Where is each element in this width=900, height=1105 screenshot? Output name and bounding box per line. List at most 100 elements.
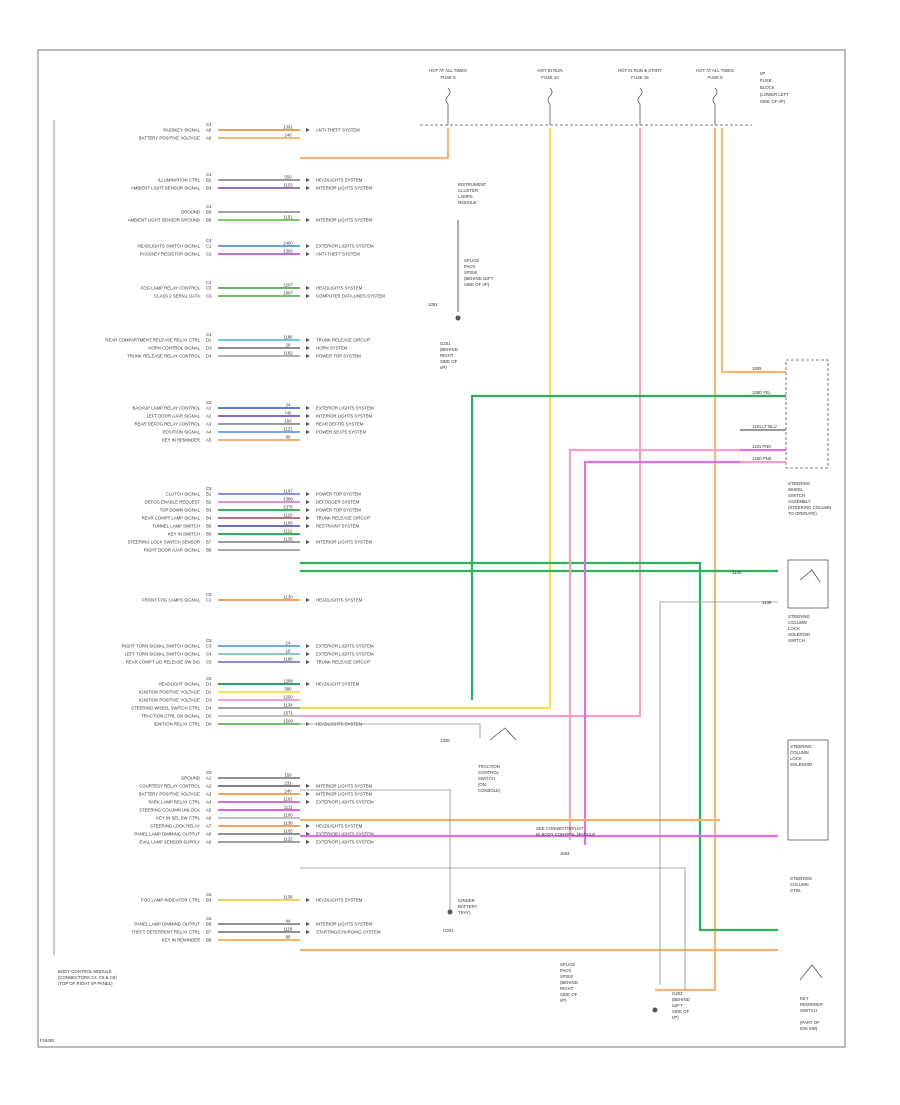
pin-signal-label: GROUND [181, 210, 200, 215]
arrow-icon [306, 800, 310, 804]
pin-number: B3 [206, 898, 212, 903]
destination-system: EXTERIOR LIGHTS SYSTEM [316, 832, 374, 837]
orange-feed-wire [300, 128, 450, 160]
pin-signal-label: TRUNK RELEASE RELAY CONTROL [127, 354, 201, 359]
wire-code: 1121 [283, 427, 293, 432]
arrow-icon [306, 338, 310, 342]
pin-number: B6 [206, 922, 212, 927]
splice-sp202: SPLICE PACK SP202 (BEHIND RIGHT SIDE OF … [560, 962, 578, 1003]
steering-wheel-switch-label-6: TO OPERATE) [788, 511, 817, 516]
destination-system: POWER TOP SYSTEM [316, 492, 361, 497]
destination-system: INTERIOR LIGHTS SYSTEM [316, 540, 373, 545]
traction-switch: 1300 TRACTION CONTROL SWITCH (ON CONSOLE… [440, 727, 517, 793]
steering-wheel-switch-box [785, 359, 829, 469]
pin-number: A5 [206, 438, 212, 443]
pink-ignition-wire [300, 128, 642, 718]
arrow-icon [306, 652, 310, 656]
ground-g202-label-4: SIDE OF [672, 1009, 690, 1014]
steering-column-lock-label-5: SWITCH [788, 638, 805, 643]
fuse-name: HOT AT ALL TIMES [429, 68, 467, 73]
pin-number: D5 [206, 714, 212, 719]
arrow-icon [306, 186, 310, 190]
arrow-icon [306, 414, 310, 418]
wire-code: 1460 [283, 241, 293, 246]
wire-code: 1391 [283, 125, 293, 130]
pin-number: D4 [206, 354, 212, 359]
destination-system: ANTI-THEFT SYSTEM [316, 252, 360, 257]
pin-number: C5 [206, 286, 212, 291]
arrow-icon [306, 354, 310, 358]
traction-switch-label-2: CONTROL [478, 770, 500, 775]
left-dash-code: 1504 [560, 851, 570, 856]
pin-signal-label: AMBIENT LIGHT SENSOR SIGNAL [131, 186, 201, 191]
wire-code: 15 [286, 649, 291, 654]
pin-number: A2 [206, 784, 212, 789]
mid-label-1134: 1134 [732, 570, 742, 575]
steering-column-unlock: STEERING COLUMN LOCK SOLENOID STEERING C… [787, 739, 829, 893]
connector-label: C5 [206, 400, 212, 405]
wire-code: 1118 [284, 927, 294, 932]
module-caption-line-1: BODY CONTROL MODULE [58, 969, 112, 974]
steering-column-lock-label-4: SOLENOID [788, 632, 810, 637]
destination-system: STARTING/CHARGING SYSTEM [316, 930, 381, 935]
pin-number: A2 [206, 414, 212, 419]
ground-g202-node [652, 1007, 658, 1013]
steering-lock-contact [799, 569, 821, 583]
wire-code: 1288 [283, 679, 293, 684]
wire-code: 1107 [283, 489, 293, 494]
ground-g201-code: G201 [443, 928, 454, 933]
destination-system: REAR DEFOG SYSTEM [316, 422, 364, 427]
ground-g201: G201 (UNDER BATTERY TRAY) [443, 898, 478, 933]
steering-wheel-switch-label-5: (STEERING COLUMN [788, 505, 831, 510]
steering-column-lock-label-3: LOCK [788, 626, 800, 631]
splice-pack-code: 1381 [428, 302, 438, 307]
pin-number: C6 [206, 294, 212, 299]
pin-signal-label: FOG LAMP INDICATOR CTRL [141, 898, 201, 903]
wire-code: 1136 [283, 895, 293, 900]
connector-label: C6 [206, 770, 212, 775]
pin-signal-label: HEADLIGHTS SWITCH SIGNAL [137, 244, 200, 249]
pin-number: A3 [206, 422, 212, 427]
destination-system: INTERIOR LIGHTS SYSTEM [316, 922, 373, 927]
wire-code: 44 [286, 919, 291, 924]
pin-number: B6 [206, 532, 212, 537]
pin-signal-label: RIGHT DOOR AJAR SIGNAL [144, 548, 201, 553]
wire-code: 240 [284, 789, 292, 794]
destination-system: EXTERIOR LIGHTS SYSTEM [316, 406, 374, 411]
wire-code: 24 [286, 403, 291, 408]
fuse-name: HOT AT ALL TIMES [696, 68, 734, 73]
key-in-switch-contact [799, 964, 823, 981]
gray-trunk-wire [300, 723, 481, 738]
wire-code: 1153 [283, 183, 293, 188]
ground-g202: G202 (BEHIND LEFT SIDE OF I/P) [652, 991, 690, 1020]
fuse-name: HOT IN RUN & START [618, 68, 662, 73]
destination-system: TRUNK RELEASE CIRCUIT [316, 660, 371, 665]
fuse-number: FUSE 15 [631, 75, 649, 80]
splice-pack-label-1: SPLICE [464, 258, 479, 263]
pin-number: B5 [206, 524, 212, 529]
wire-code: 231 [284, 781, 292, 786]
pin-signal-label: BATTERY POSITIVE VOLTAGE [139, 792, 200, 797]
arrow-icon [306, 252, 310, 256]
arrow-icon [306, 784, 310, 788]
wire-code: 1130 [283, 595, 293, 600]
ground-g201-label-3: TRAY) [458, 910, 471, 915]
